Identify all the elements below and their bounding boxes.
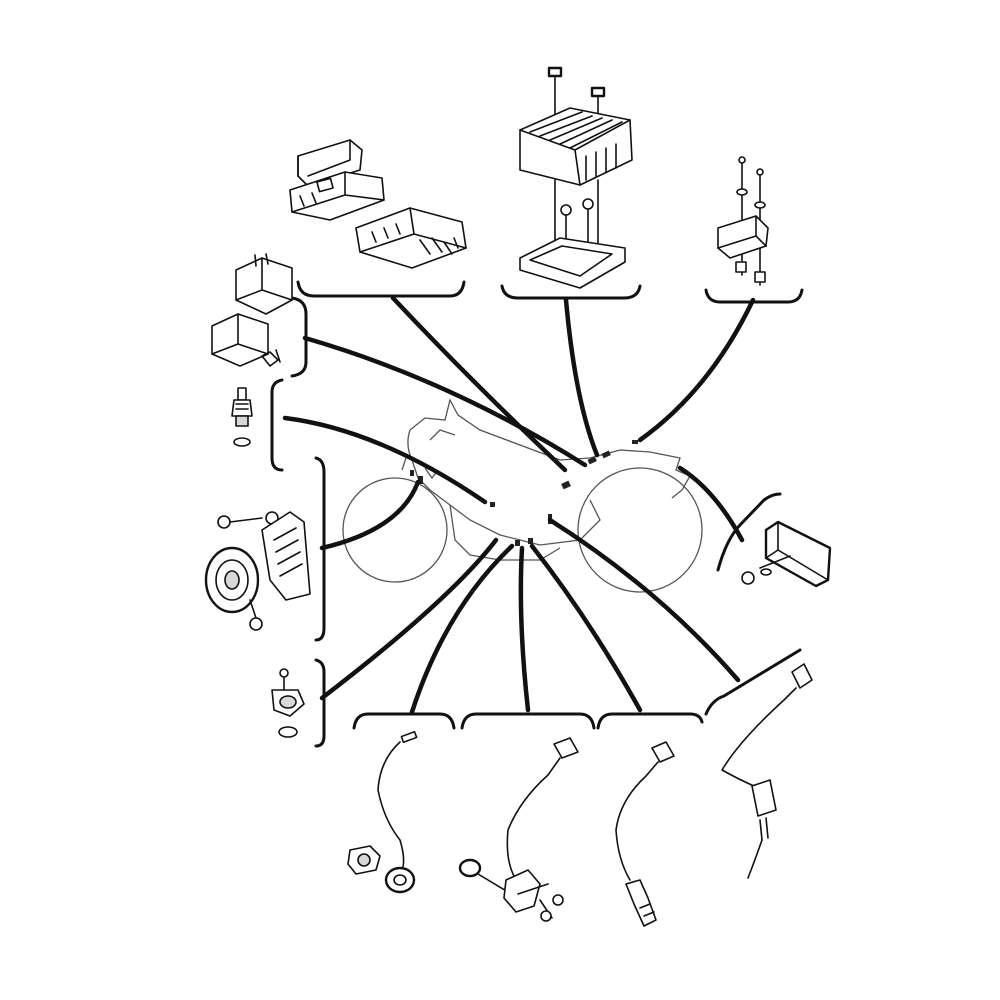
bracket-neutral: [314, 658, 326, 748]
bracket-sensor-3: [596, 712, 704, 730]
lean-angle-sensor-component: [717, 156, 769, 286]
bracket-thermo: [270, 378, 284, 472]
horn-component: [204, 511, 311, 631]
cdi-unit-component: [289, 139, 467, 269]
leader-rectifier: [563, 297, 600, 458]
leader-sensor-1: [409, 543, 515, 715]
bracket-sensor-2: [460, 712, 596, 730]
leader-thermo-switch: [282, 415, 488, 505]
sensor-3-component: [615, 741, 675, 927]
bracket-cdi: [296, 280, 466, 298]
leader-lines: [282, 295, 756, 715]
rectifier-regulator-component: [519, 66, 633, 289]
connector-markers: [410, 440, 638, 546]
sensor-1-component: [347, 730, 418, 894]
group-brackets: [270, 280, 804, 748]
bracket-sensor-1: [352, 712, 456, 730]
leader-cdi-unit: [390, 295, 568, 473]
leader-resistor: [677, 465, 745, 543]
thermo-switch-component: [231, 387, 253, 447]
neutral-switch-component: [271, 668, 305, 738]
leader-sensor-3: [529, 543, 643, 713]
leader-relay: [302, 335, 588, 468]
bracket-horn: [314, 456, 326, 642]
bracket-rectifier: [500, 284, 642, 300]
leader-sensor-2: [518, 545, 531, 713]
leader-lean-sensor: [637, 297, 756, 443]
bracket-relay: [290, 296, 308, 378]
bracket-resistor: [716, 492, 782, 572]
resistor-plate-component: [741, 520, 832, 588]
leader-sensor-4: [547, 517, 741, 683]
bracket-lean-sensor: [704, 288, 804, 304]
leader-horn: [319, 479, 421, 551]
front-wheel-outline: [342, 477, 448, 583]
sensor-2-component: [458, 737, 579, 922]
bracket-sensor-4: [704, 648, 802, 716]
relay-component: [211, 253, 293, 367]
rear-wheel-outline: [577, 467, 703, 593]
sensor-4-component: [721, 663, 813, 879]
leader-neutral-switch: [319, 537, 499, 701]
